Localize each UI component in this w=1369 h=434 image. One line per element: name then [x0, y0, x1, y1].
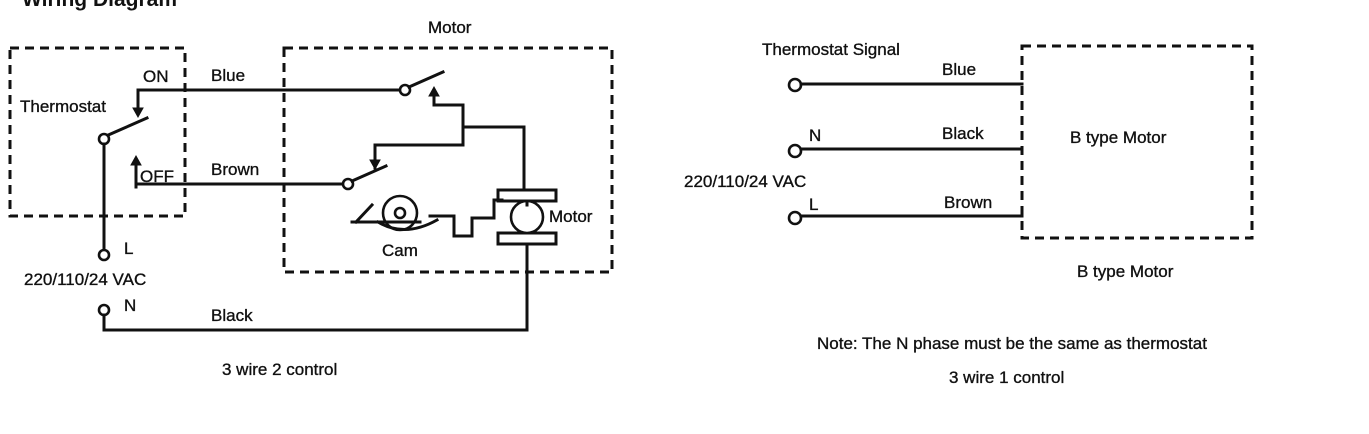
off-label: OFF — [140, 167, 174, 186]
thermostat-signal-label: Thermostat Signal — [762, 40, 900, 59]
thermostat-label: Thermostat — [20, 97, 106, 116]
diagram-title: Wiring Diagram — [22, 0, 177, 11]
right-terminal-n-label: N — [809, 126, 821, 145]
b-type-motor-box-label: B type Motor — [1070, 128, 1167, 147]
on-label: ON — [143, 67, 169, 86]
motor-symbol — [496, 188, 558, 246]
brown-wire-label: Brown — [211, 160, 259, 179]
left-voltage-label: 220/110/24 VAC — [24, 270, 146, 289]
thermostat-switch-arm — [104, 116, 149, 138]
black-wire-left — [102, 242, 529, 332]
left-terminal-n-label: N — [124, 296, 136, 315]
cam — [350, 194, 504, 238]
left-terminal-l-label: L — [124, 239, 133, 258]
motor-box-label: Motor — [428, 18, 472, 37]
right-voltage-label: 220/110/24 VAC — [684, 172, 806, 191]
right-terminal-n — [787, 143, 803, 159]
right-diagram: Thermostat Signal Blue N Black B type Mo… — [684, 40, 1254, 387]
cam-label: Cam — [382, 241, 418, 260]
right-terminal-l — [787, 210, 803, 226]
right-brown-label: Brown — [944, 193, 992, 212]
blue-wire-label: Blue — [211, 66, 245, 85]
left-diagram: Motor ON Thermostat OFF Blue Brown Cam M… — [8, 18, 614, 379]
thermostat-box — [8, 46, 187, 218]
left-terminal-l — [97, 248, 111, 262]
b-type-motor-below-label: B type Motor — [1077, 262, 1174, 281]
black-wire-label: Black — [211, 306, 253, 325]
right-black-label: Black — [942, 124, 984, 143]
motor-box — [282, 46, 614, 274]
motor-label: Motor — [549, 207, 593, 226]
left-caption: 3 wire 2 control — [222, 360, 337, 379]
right-terminal-signal — [787, 77, 803, 93]
right-terminal-l-label: L — [809, 195, 818, 214]
right-note: Note: The N phase must be the same as th… — [817, 334, 1207, 353]
right-caption: 3 wire 1 control — [949, 368, 1064, 387]
right-blue-label: Blue — [942, 60, 976, 79]
